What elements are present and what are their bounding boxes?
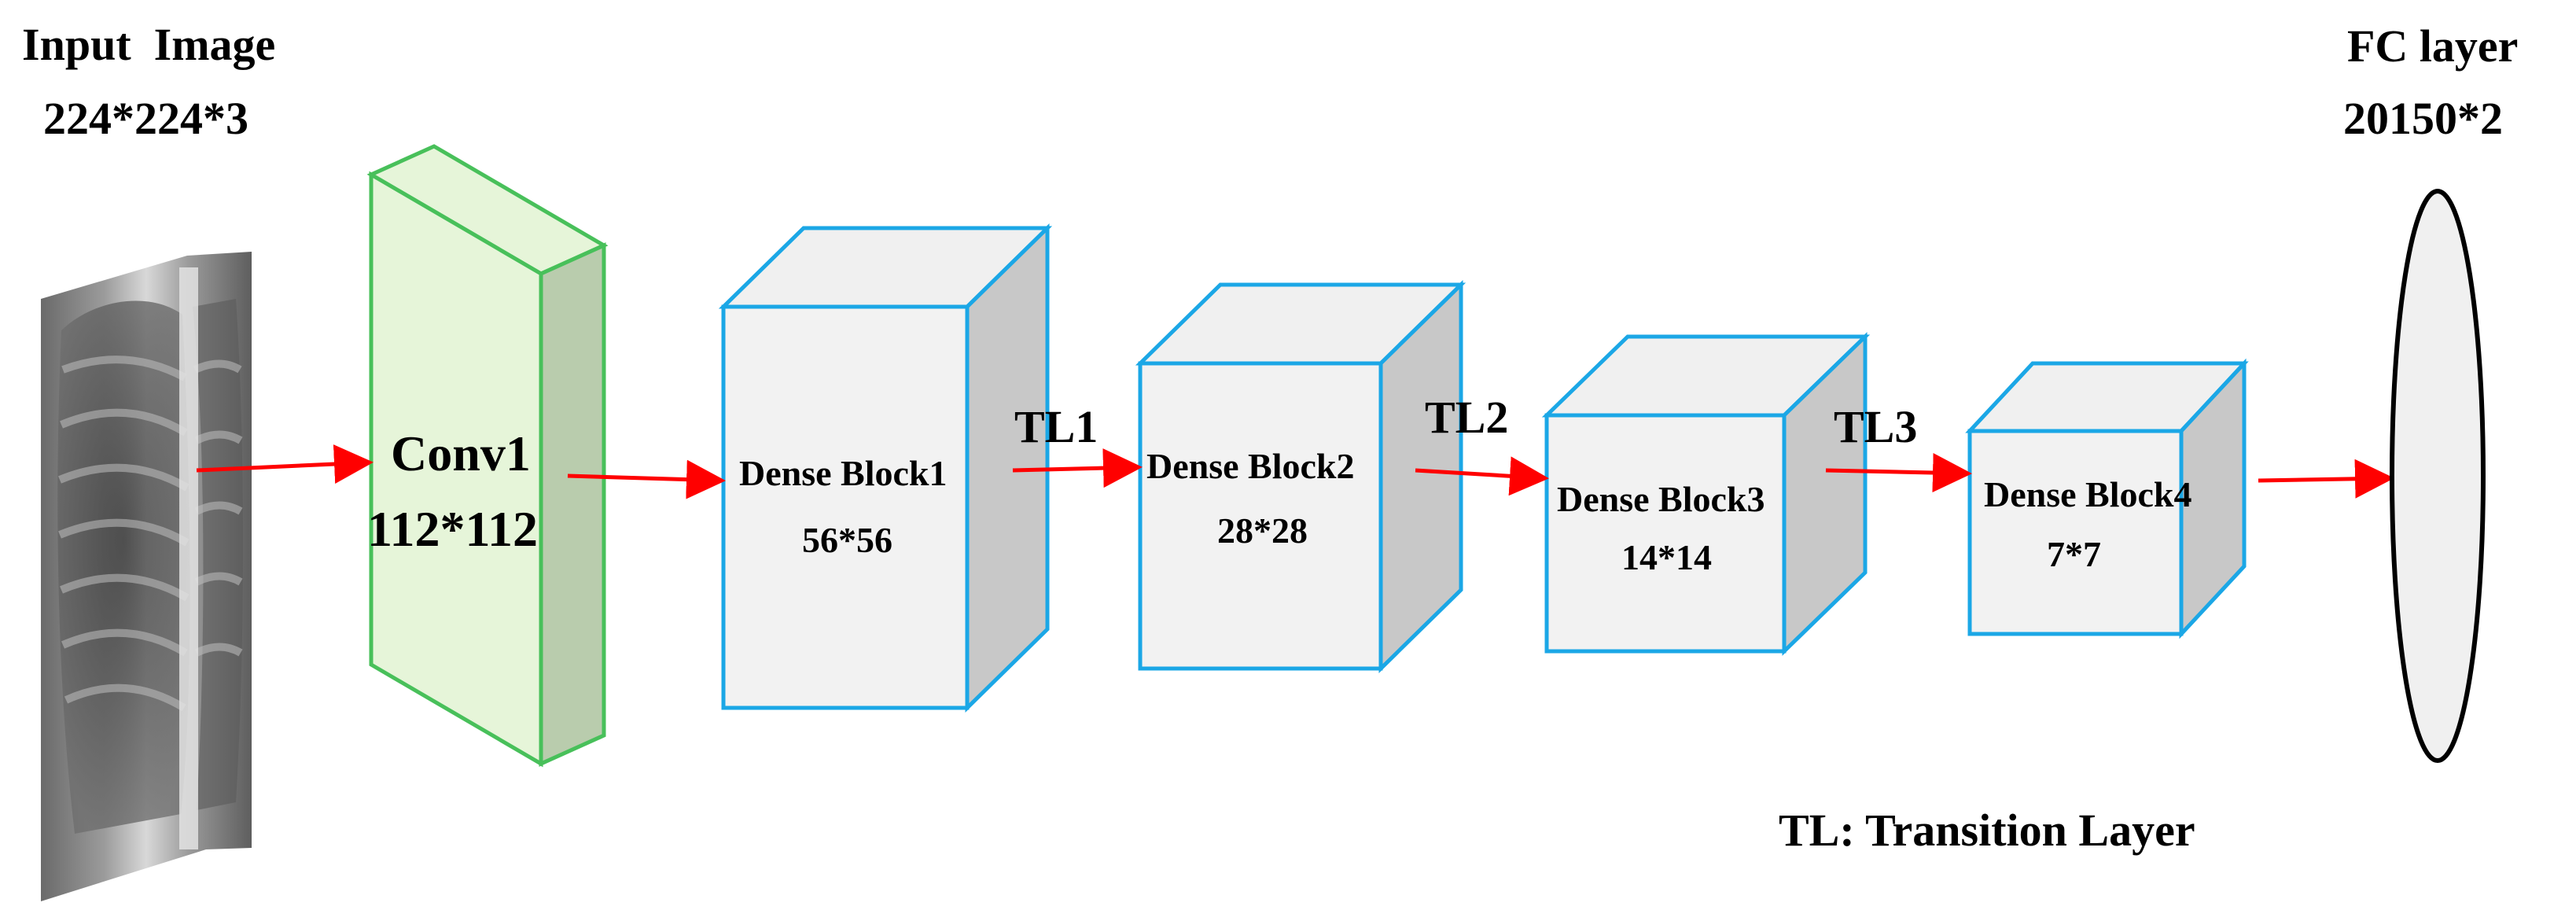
transition-label-2: TL2 bbox=[1425, 392, 1508, 443]
dense-block-3-front-face bbox=[1544, 413, 1787, 654]
input-title: Input Image bbox=[22, 19, 275, 70]
fc-title: FC layer bbox=[2347, 20, 2518, 72]
dense-block-2-name: Dense Block2 bbox=[1146, 446, 1355, 486]
dense-block-3-size: 14*14 bbox=[1621, 537, 1712, 577]
arrow-dense2-to-dense3 bbox=[1415, 456, 1549, 496]
flow-arrows bbox=[196, 444, 2394, 499]
dense-block-4-size: 7*7 bbox=[2047, 534, 2101, 574]
arrow-input-to-conv1 bbox=[196, 444, 374, 484]
transition-label-3: TL3 bbox=[1834, 401, 1917, 452]
arrow-dense3-to-dense4 bbox=[1825, 453, 1972, 492]
dense-block-1-size: 56*56 bbox=[802, 520, 892, 560]
chest-xray-image bbox=[41, 252, 252, 901]
dense-block-4-front-face bbox=[1967, 429, 2184, 636]
dense-block-4-name: Dense Block4 bbox=[1984, 474, 2192, 514]
conv1-name: Conv1 bbox=[391, 426, 531, 481]
conv1-size: 112*112 bbox=[367, 501, 538, 557]
arrow-dense4-to-fc bbox=[2258, 459, 2394, 499]
dense-block-1-front-face bbox=[721, 304, 970, 710]
fc-size: 20150*2 bbox=[2343, 93, 2503, 144]
transition-label-1: TL1 bbox=[1014, 401, 1098, 452]
dense-block-4: Dense Block4 7*7 bbox=[1965, 358, 2249, 639]
dense-block-3-name: Dense Block3 bbox=[1557, 479, 1765, 519]
transition-layer-legend: TL: Transition Layer bbox=[1779, 805, 2195, 856]
dense-block-1: Dense Block1 56*56 bbox=[718, 223, 1053, 713]
conv1-layer: Conv1 112*112 bbox=[366, 144, 609, 768]
dense-block-3: Dense Block3 14*14 bbox=[1541, 332, 1871, 656]
conv1-side-face bbox=[539, 242, 606, 767]
dense-block-2-front-face bbox=[1138, 361, 1383, 671]
input-size: 224*224*3 bbox=[43, 93, 248, 144]
conv1-front-face bbox=[369, 171, 543, 768]
dense-block-1-name: Dense Block1 bbox=[739, 453, 948, 493]
arrow-dense1-to-dense2 bbox=[1012, 448, 1143, 488]
dense-block-2-size: 28*28 bbox=[1217, 510, 1308, 551]
fc-layer-node bbox=[2390, 189, 2486, 763]
dense-block-2: Dense Block2 28*28 bbox=[1135, 280, 1466, 673]
arrow-conv1-to-dense1 bbox=[567, 459, 726, 499]
